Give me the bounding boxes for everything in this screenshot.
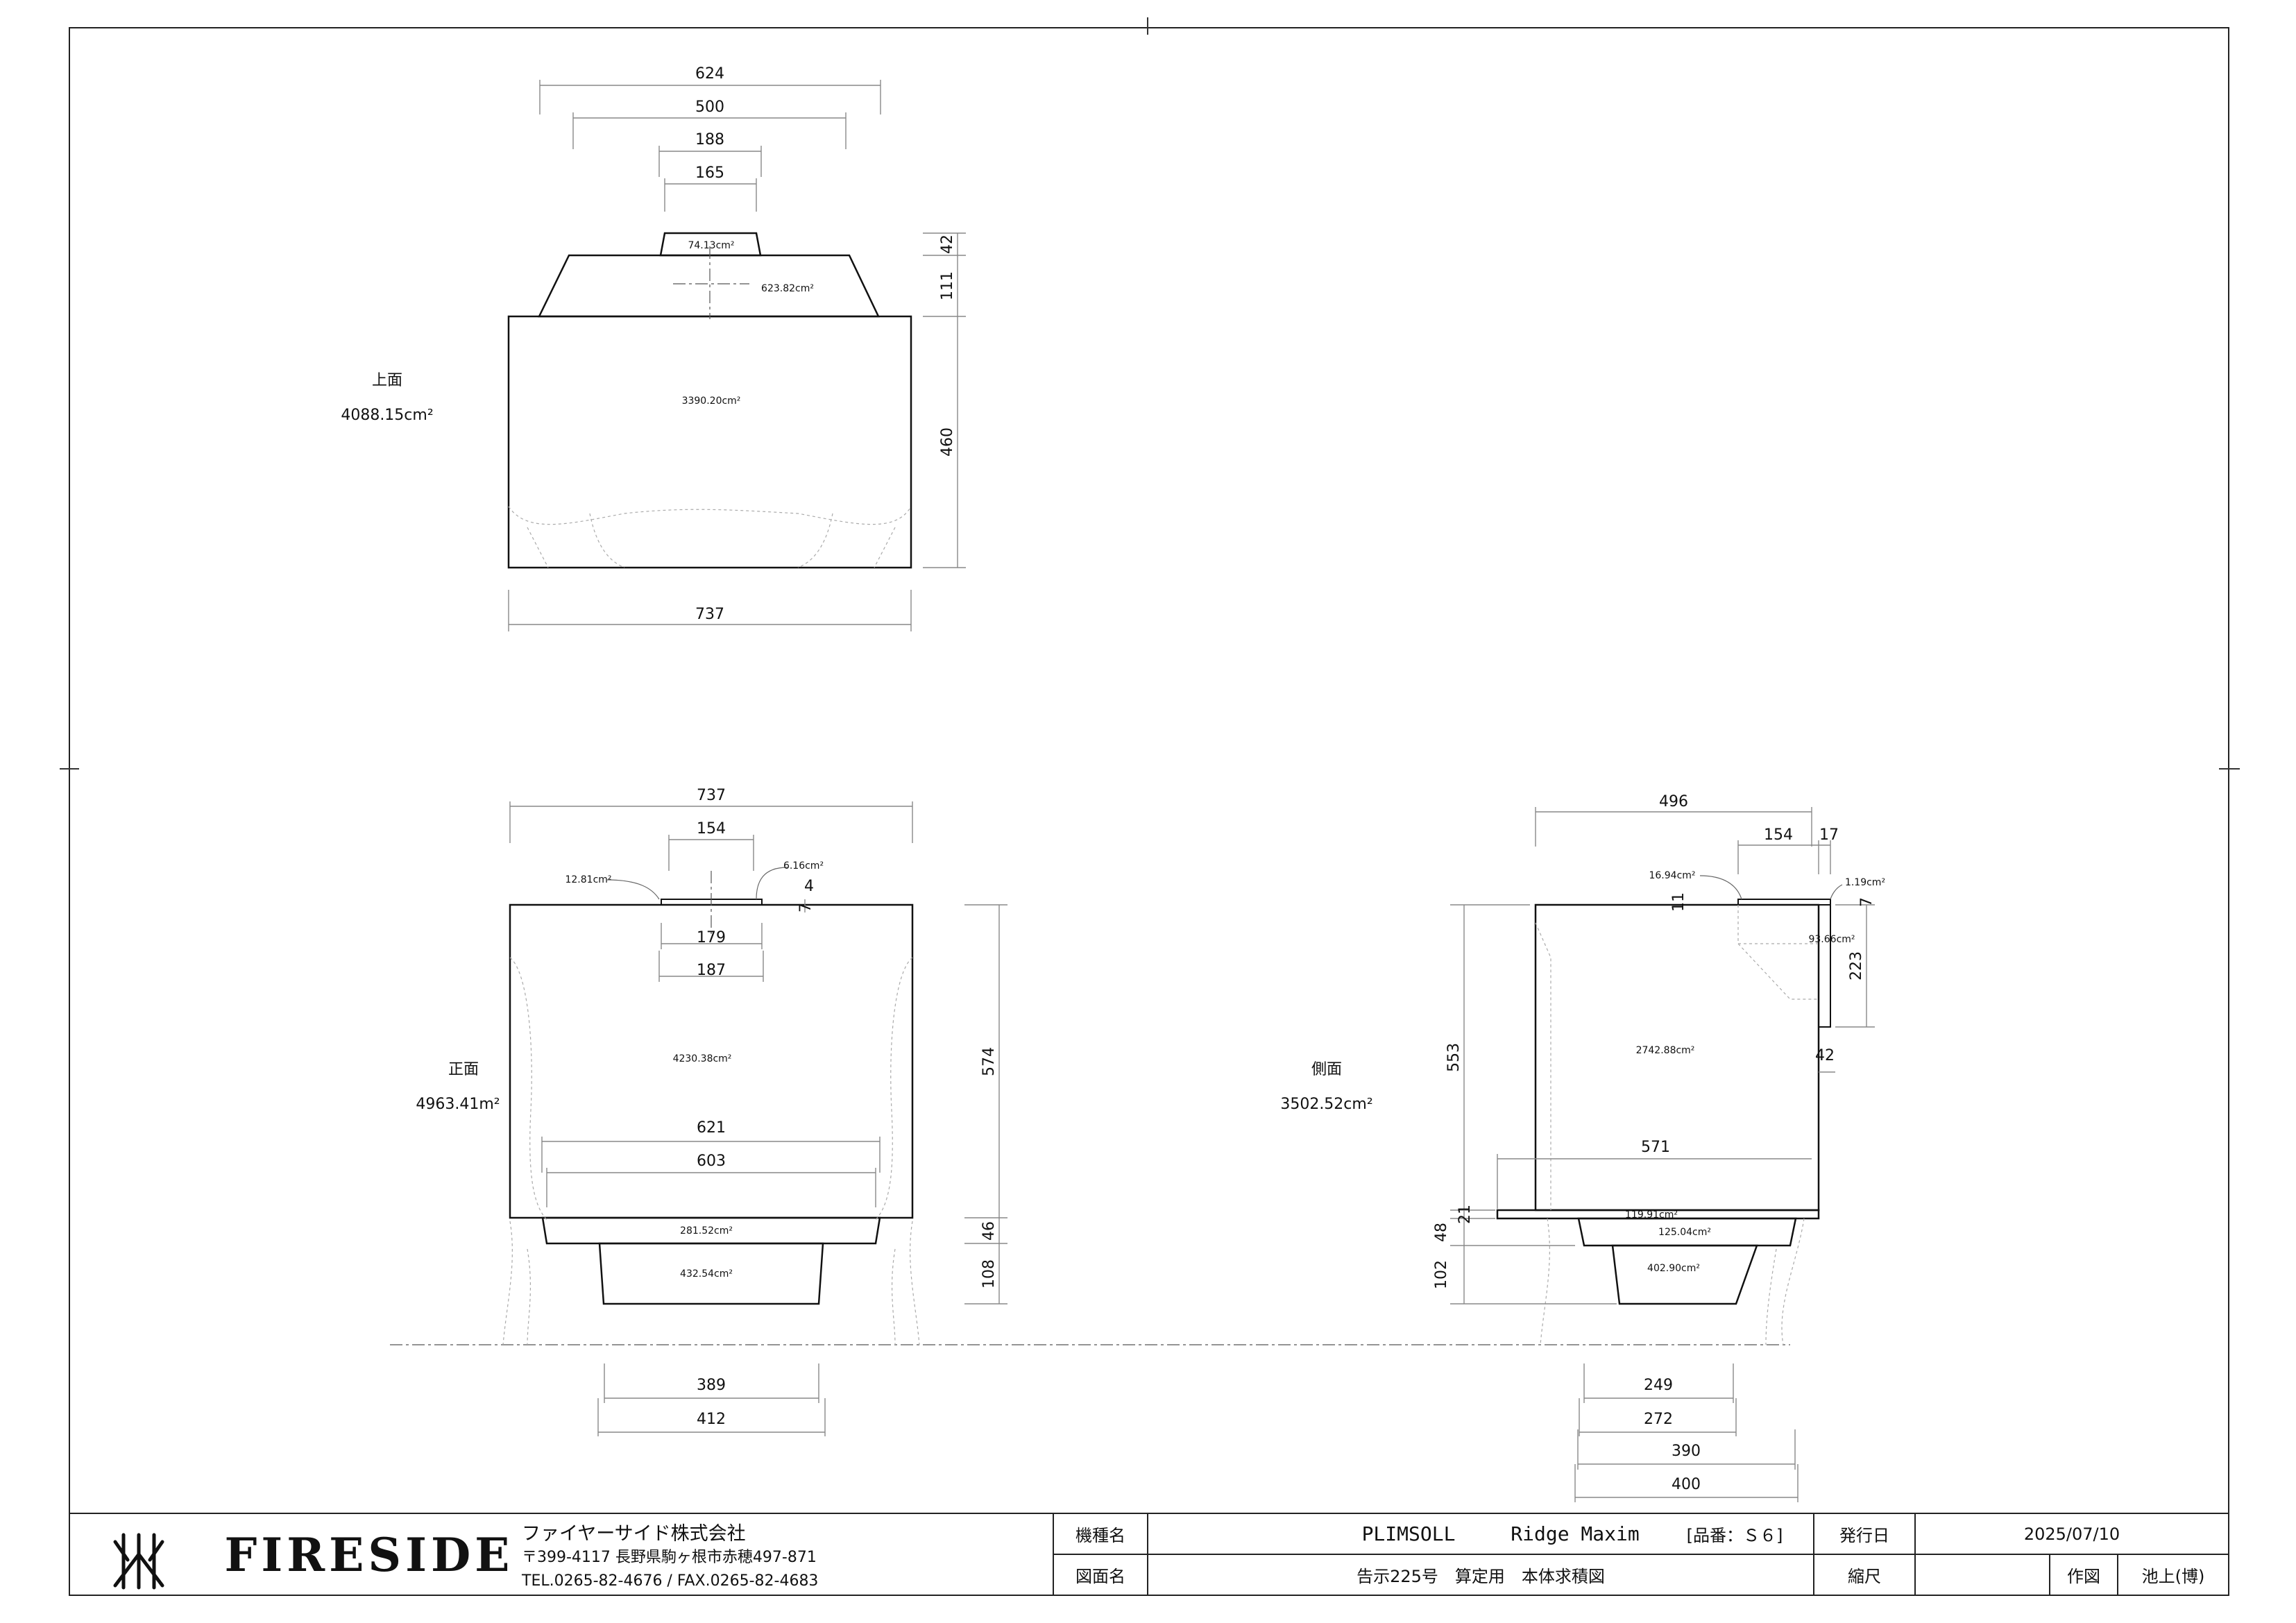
title-block: FIRESIDE ファイヤーサイド株式会社 〒399-4117 長野県駒ヶ根市赤… bbox=[69, 1513, 2229, 1595]
company-address: 〒399-4117 長野県駒ヶ根市赤穂497-871 bbox=[522, 1549, 817, 1566]
scale-label: 縮尺 bbox=[1848, 1567, 1881, 1586]
front-area-base: 432.54cm² bbox=[680, 1268, 733, 1280]
side-dim-42: 42 bbox=[1815, 1047, 1835, 1064]
side-dim-553: 553 bbox=[1445, 1043, 1463, 1072]
title-block-frame bbox=[69, 1513, 2229, 1595]
side-view-body bbox=[1534, 903, 1820, 1212]
model-brand: PLIMSOLL bbox=[1361, 1522, 1456, 1545]
front-area-collar-right: 6.16cm² bbox=[783, 860, 824, 872]
side-dim-390: 390 bbox=[1672, 1443, 1701, 1460]
side-view-ashpan bbox=[1577, 1217, 1797, 1247]
side-view-rear-panel bbox=[1818, 904, 1831, 1028]
side-view-base bbox=[1611, 1244, 1758, 1305]
side-dim-571: 571 bbox=[1641, 1139, 1670, 1156]
side-dim-102: 102 bbox=[1433, 1260, 1450, 1289]
top-dim-111: 111 bbox=[939, 271, 956, 300]
front-dim-154: 154 bbox=[697, 820, 726, 838]
side-area-ashpan: 125.04cm² bbox=[1658, 1227, 1711, 1238]
side-dim-249: 249 bbox=[1644, 1377, 1673, 1394]
top-dim-500: 500 bbox=[695, 99, 724, 116]
side-view: 496 154 17 7 11 223 42 553 571 21 48 102… bbox=[1280, 793, 1885, 1502]
center-marks bbox=[60, 17, 2240, 770]
front-dim-574: 574 bbox=[980, 1047, 998, 1076]
front-dim-7: 7 bbox=[797, 903, 815, 912]
company-name: ファイヤーサイド株式会社 bbox=[522, 1522, 746, 1545]
side-dim-17: 17 bbox=[1819, 826, 1839, 844]
issue-date: 2025/07/10 bbox=[2023, 1524, 2120, 1544]
side-dim-154: 154 bbox=[1764, 826, 1793, 844]
side-area-shelf: 119.91cm² bbox=[1625, 1209, 1678, 1221]
top-area-flue: 623.82cm² bbox=[761, 283, 814, 294]
side-area-base: 402.90cm² bbox=[1647, 1263, 1700, 1274]
logo-wordmark: FIRESIDE bbox=[224, 1528, 514, 1582]
front-view-total-area: 4963.41m² bbox=[416, 1096, 500, 1113]
model-code: [品番：Ｓ６] bbox=[1686, 1526, 1783, 1545]
side-view-flue bbox=[1737, 899, 1831, 906]
fireside-logo-icon bbox=[113, 1533, 164, 1590]
side-area-flue: 16.94cm² bbox=[1649, 870, 1695, 881]
top-dim-737: 737 bbox=[695, 606, 724, 623]
front-dim-412: 412 bbox=[697, 1411, 726, 1428]
side-dim-21: 21 bbox=[1456, 1205, 1474, 1224]
top-view-flue-base bbox=[537, 254, 880, 318]
model-label: 機種名 bbox=[1075, 1526, 1125, 1545]
top-view-body bbox=[507, 315, 912, 569]
front-area-collar-left: 12.81cm² bbox=[565, 874, 611, 885]
top-dim-624: 624 bbox=[695, 65, 724, 83]
front-view: 737 154 4 7 179 187 574 621 603 46 108 3… bbox=[390, 787, 1790, 1436]
front-dim-108: 108 bbox=[980, 1259, 998, 1289]
front-view-ashpan bbox=[541, 1216, 881, 1245]
front-dim-389: 389 bbox=[697, 1377, 726, 1394]
side-area-flue-tip: 1.19cm² bbox=[1845, 877, 1885, 888]
scale-value bbox=[1915, 1554, 2050, 1595]
top-view-label: 上面 bbox=[372, 372, 402, 389]
sheet-border bbox=[69, 27, 2229, 1596]
side-dim-48: 48 bbox=[1433, 1223, 1450, 1242]
front-area-ashpan: 281.52cm² bbox=[680, 1225, 733, 1237]
front-dim-187: 187 bbox=[697, 962, 726, 979]
company-contact: TEL.0265-82-4676 / FAX.0265-82-4683 bbox=[522, 1572, 819, 1590]
drawn-by: 池上(博) bbox=[2141, 1567, 2205, 1586]
top-view-flue-collar bbox=[659, 232, 762, 257]
issue-date-label: 発行日 bbox=[1839, 1526, 1889, 1545]
front-dim-603: 603 bbox=[697, 1153, 726, 1170]
side-view-total-area: 3502.52cm² bbox=[1280, 1096, 1372, 1113]
side-view-label: 側面 bbox=[1311, 1061, 1342, 1078]
side-dim-272: 272 bbox=[1644, 1411, 1673, 1428]
side-dim-223: 223 bbox=[1848, 951, 1865, 980]
top-area-collar: 74.13cm² bbox=[688, 240, 734, 251]
drawn-by-label: 作図 bbox=[2067, 1567, 2100, 1586]
front-view-base bbox=[598, 1242, 824, 1305]
front-dim-46: 46 bbox=[980, 1221, 998, 1241]
top-dim-42: 42 bbox=[939, 235, 956, 254]
model-name: Ridge Maxim bbox=[1511, 1522, 1640, 1545]
front-dim-4: 4 bbox=[804, 878, 814, 895]
side-dim-11: 11 bbox=[1670, 892, 1687, 912]
top-view: 624 500 188 165 42 111 460 737 74.13cm² … bbox=[341, 65, 966, 631]
top-dim-460: 460 bbox=[939, 427, 956, 457]
side-dim-7: 7 bbox=[1858, 897, 1876, 907]
top-dim-188: 188 bbox=[695, 131, 724, 148]
drawing-name: 告示225号 算定用 本体求積図 bbox=[1357, 1567, 1605, 1586]
front-dim-621: 621 bbox=[697, 1119, 726, 1137]
front-area-body: 4230.38cm² bbox=[673, 1053, 732, 1064]
top-area-body: 3390.20cm² bbox=[682, 396, 741, 407]
side-dim-400: 400 bbox=[1672, 1476, 1701, 1493]
front-view-label: 正面 bbox=[448, 1061, 479, 1078]
front-dim-737: 737 bbox=[697, 787, 726, 804]
front-dim-179: 179 bbox=[697, 929, 726, 946]
side-dim-496: 496 bbox=[1659, 793, 1688, 810]
side-area-rear: 93.66cm² bbox=[1808, 934, 1855, 945]
top-view-total-area: 4088.15cm² bbox=[341, 407, 433, 424]
drawing-label: 図面名 bbox=[1075, 1567, 1125, 1586]
top-dim-165: 165 bbox=[695, 164, 724, 182]
side-area-body: 2742.88cm² bbox=[1636, 1045, 1695, 1056]
